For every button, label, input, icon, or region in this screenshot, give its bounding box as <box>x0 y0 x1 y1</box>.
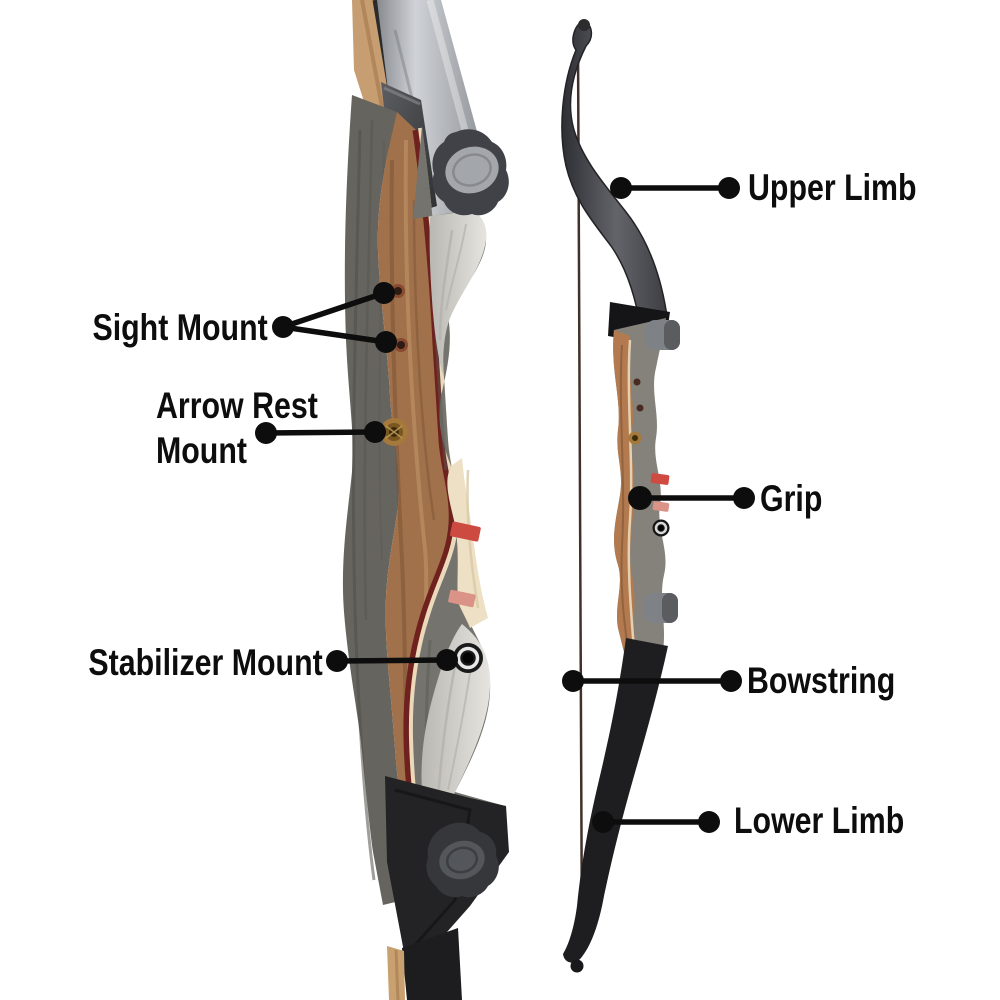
lower-limb-shape <box>563 638 668 963</box>
stabilizer-mount-bushing[interactable] <box>453 643 483 673</box>
limb-bolt-knob-top[interactable] <box>432 129 509 216</box>
label-grip: Grip <box>760 478 823 519</box>
label-stabilizer-mount: Stabilizer Mount <box>88 642 323 683</box>
label-arrow-rest-line2: Mount <box>156 430 247 472</box>
label-sight-mount: Sight Mount <box>92 307 268 348</box>
closeup-lower-limb <box>402 928 462 1000</box>
lower-limb-tip-knob <box>570 959 584 973</box>
label-arrow-rest-mount: Arrow Rest Mount <box>156 383 318 473</box>
upper-limb-tip-knob <box>578 19 590 31</box>
limb-bolt-bottom[interactable] <box>644 593 678 623</box>
full-bow-riser <box>608 302 680 658</box>
label-lower-limb: Lower Limb <box>734 800 905 841</box>
red-accent-stripe-2 <box>448 589 476 608</box>
label-arrow-rest-line1: Arrow Rest <box>156 385 318 426</box>
red-accent-stripe-1 <box>450 521 481 542</box>
limb-bolt-knob-bottom[interactable] <box>426 822 499 898</box>
label-bowstring: Bowstring <box>747 660 896 701</box>
callout-lines <box>255 177 755 833</box>
arrow-rest-mount-insert[interactable] <box>380 418 408 446</box>
label-upper-limb: Upper Limb <box>748 167 917 208</box>
shelf-edge-band <box>447 458 488 628</box>
white-wood-shoulder <box>429 210 487 378</box>
sight-mount-holes <box>391 284 408 352</box>
limb-bolt-top[interactable] <box>646 320 680 350</box>
riser-closeup-view <box>342 0 509 1000</box>
